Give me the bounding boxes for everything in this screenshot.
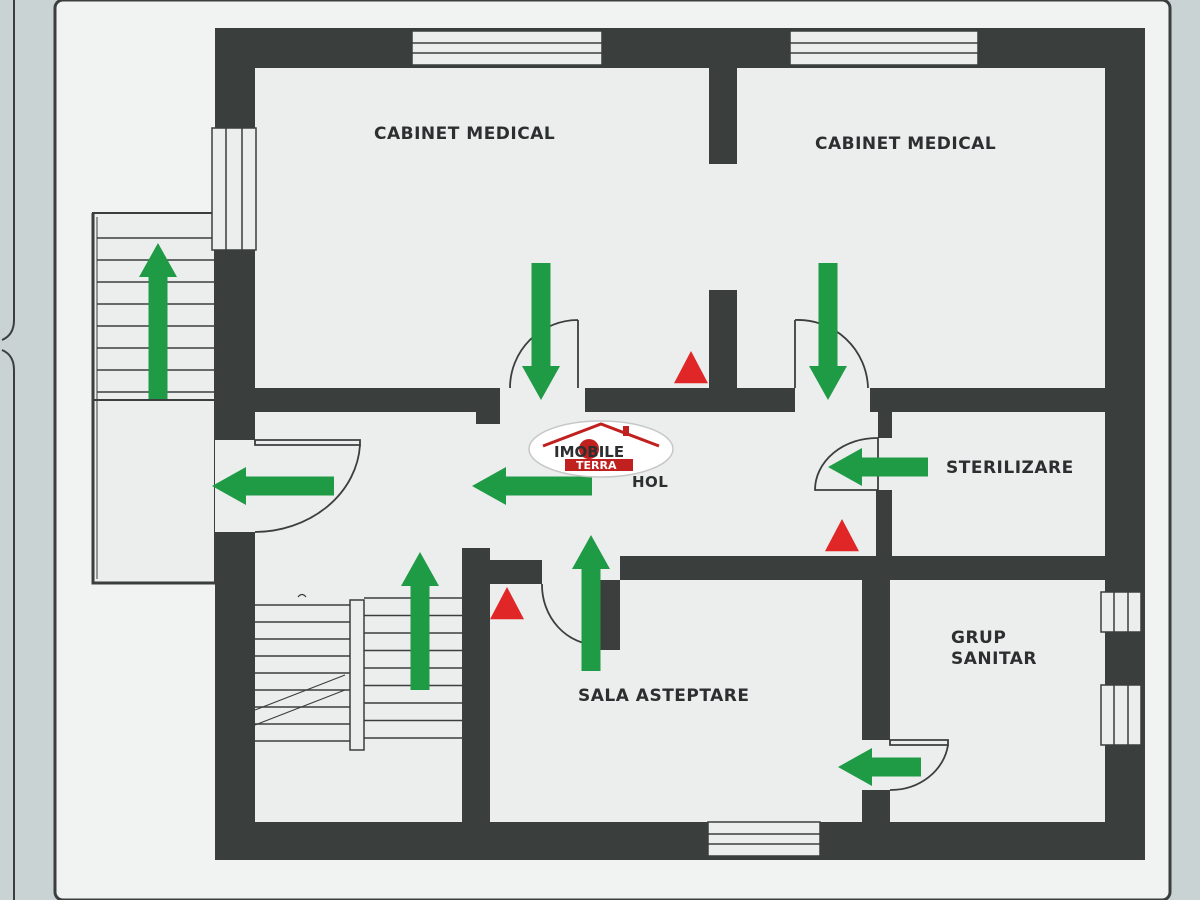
label-cabinet-medical-right: CABINET MEDICAL <box>815 134 996 154</box>
arrow-left-exit-icon <box>212 467 334 505</box>
arrow-down-cabinet-left-icon <box>522 263 560 400</box>
arrow-down-cabinet-right-icon <box>809 263 847 400</box>
label-sala-asteptare: SALA ASTEPTARE <box>578 686 750 706</box>
arrow-up-interior-stairs-icon <box>401 552 439 690</box>
label-sterilizare: STERILIZARE <box>946 458 1074 478</box>
red-triangle-hol-right-icon <box>825 519 859 552</box>
logo-line-terra: TERRA <box>576 459 617 472</box>
house-roof-icon <box>542 422 660 448</box>
label-grup-sanitar-line2: SANITAR <box>951 649 1037 669</box>
window-panes <box>225 42 1129 845</box>
interior-stairs <box>254 593 462 751</box>
windows <box>211 30 1142 857</box>
arrow-up-sala-icon <box>572 535 610 671</box>
logo-terra-band <box>565 459 633 471</box>
label-grup-sanitar-line1: GRUP <box>951 628 1006 648</box>
chimney-icon <box>623 426 629 436</box>
left-frame-edge <box>1 0 15 900</box>
arrow-up-exterior-stairs-icon <box>139 243 177 399</box>
logo-line-imobile: IMOBILE <box>554 443 624 461</box>
red-triangle-markers <box>490 351 859 620</box>
arrow-left-sterilizare-icon <box>828 448 928 486</box>
arrow-left-hol-icon <box>472 467 592 505</box>
evacuation-arrows <box>139 243 928 786</box>
arrow-left-grup-sanitar-icon <box>838 748 921 786</box>
red-triangle-cabinet-icon <box>674 351 708 384</box>
label-hol: HOL <box>632 473 668 491</box>
building-floor <box>215 28 1145 858</box>
imobile-terra-logo: IMOBILE TERRA <box>528 420 674 478</box>
label-cabinet-medical-left: CABINET MEDICAL <box>374 124 555 144</box>
red-triangle-hol-left-icon <box>490 587 524 620</box>
globe-icon <box>579 439 599 459</box>
